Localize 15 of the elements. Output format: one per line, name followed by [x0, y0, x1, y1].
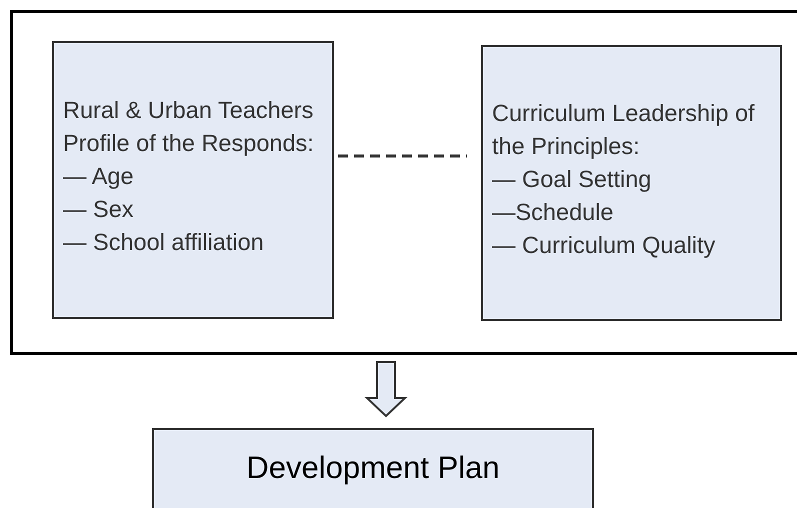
box-heading: Rural & Urban Teachers Profile of the Responds:: [63, 96, 315, 158]
list-item: — Sex: [63, 194, 135, 224]
frame-box: [10, 10, 797, 355]
list-item: — Goal Setting: [492, 164, 652, 194]
block-arrow: [364, 361, 408, 418]
list-item: — Curriculum Quality: [492, 230, 716, 260]
list-item: —Schedule: [492, 198, 614, 226]
box-title: Development Plan: [246, 449, 500, 487]
dashed-connector: [338, 154, 467, 158]
text-box: [152, 428, 594, 508]
text-box: [52, 41, 334, 319]
box-heading: Curriculum Leadership of the Principles:: [492, 98, 756, 161]
list-item: — Age: [63, 162, 135, 191]
text-box: [481, 45, 782, 321]
list-item: — School affiliation: [63, 228, 265, 256]
